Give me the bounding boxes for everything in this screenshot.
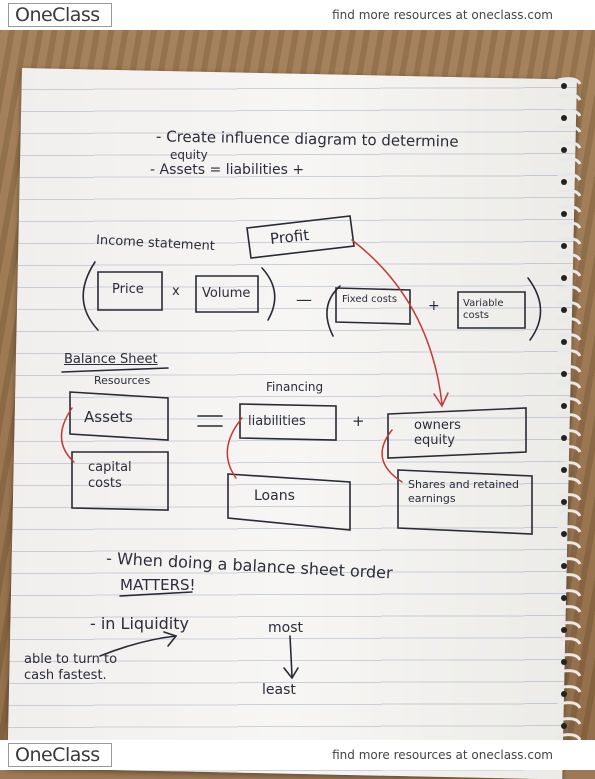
capital-costs-label: capital costs [88,460,132,491]
least-label: least [262,682,296,698]
price-label: Price [112,282,144,297]
middle-paren-close [261,267,276,321]
logo-text: OneClass [15,4,100,26]
logo-text-footer: OneClass [15,744,100,766]
financing-label: Financing [266,380,324,394]
oneclass-logo[interactable]: OneClass [8,3,112,27]
fixed-costs-box [335,287,411,325]
matters-note: MATTERS! [120,576,196,594]
variable-costs-box [457,291,526,329]
fixed-costs-label: Fixed costs [342,294,398,305]
times-sign: x [172,284,180,299]
variable-costs-label: Variable costs [463,298,504,321]
able-to-note: able to turn to cash fastest. [24,652,118,683]
resources-label: Resources [94,374,151,387]
liabilities-label: liabilities [248,414,306,429]
shares-label: Shares and retained earnings [408,478,520,505]
assets-label: Assets [84,408,133,426]
left-paren [82,261,99,331]
footer-tagline-link[interactable]: find more resources at oneclass.com [332,748,553,762]
note-line-2: - Assets = liabilities + [150,162,305,178]
liquidity-note: - in Liquidity [90,614,189,633]
assets-box [69,391,169,441]
owners-equity-label: owners equity [414,418,461,448]
minus-sign: — [296,290,312,309]
header-bar: OneClass find more resources at oneclass… [0,0,595,30]
right-paren-close [527,277,542,341]
price-box [97,271,163,311]
loans-label: Loans [254,488,295,504]
note-line-1b: equity [170,148,208,162]
plus-sign: + [428,298,440,314]
right-paren-open [326,285,341,337]
owners-equity-box [387,407,527,459]
footer-bar: OneClass find more resources at oneclass… [0,740,595,770]
shares-box [397,469,533,535]
plus-sign-2: + [352,412,365,430]
liabilities-box [239,403,337,441]
profit-to-equity-arrow [351,239,443,405]
volume-box [195,275,259,313]
capital-costs-box [71,451,169,511]
spiral-binding [557,77,582,757]
profit-box [246,215,355,259]
most-label: most [268,620,303,636]
balance-sheet-heading: Balance Sheet [64,352,158,367]
oneclass-logo-footer[interactable]: OneClass [8,743,112,767]
header-tagline-link[interactable]: find more resources at oneclass.com [332,8,553,22]
volume-label: Volume [202,286,251,301]
loans-box [227,473,351,531]
